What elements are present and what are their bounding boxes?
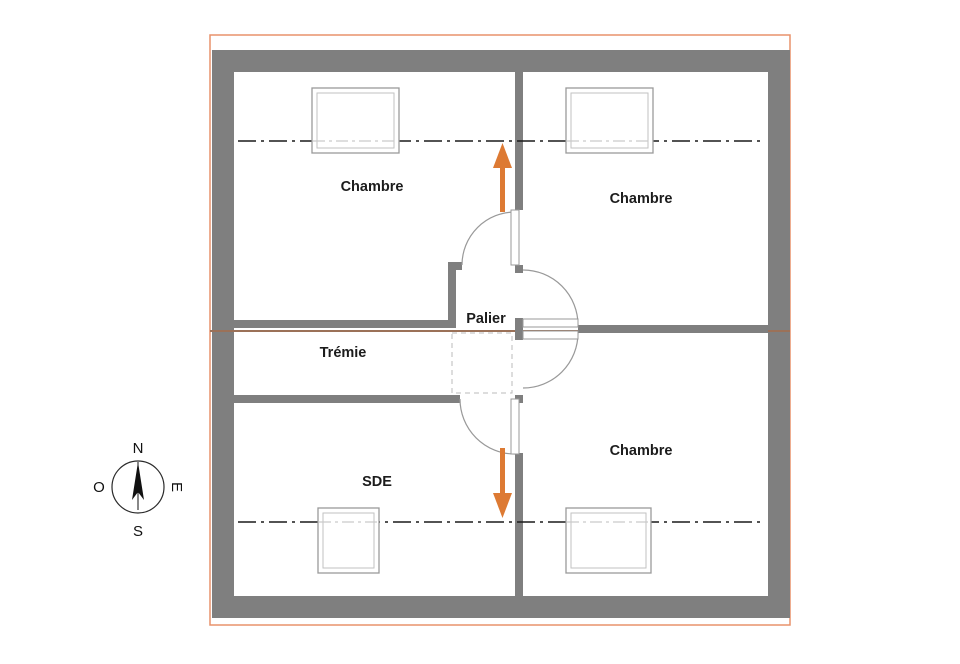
stair-direction-up-arrow: [493, 143, 512, 212]
compass-rose: N S O E: [93, 440, 185, 540]
door-leaf: [522, 330, 579, 340]
compass-west-label: O: [93, 479, 105, 496]
roof-window: [317, 507, 380, 574]
compass-north-label: N: [133, 440, 144, 457]
stair-opening-guide: [451, 332, 513, 394]
room-label-tremie: Trémie: [320, 345, 367, 361]
palier-jog-wall: [448, 262, 456, 328]
stair-direction-down-arrow: [493, 448, 512, 518]
palier-jog-stub: [448, 262, 462, 270]
tremie-bottom-wall: [234, 395, 460, 403]
door-leaves: [510, 209, 579, 455]
center-wall-hinge-stub: [515, 265, 523, 273]
room-label-chambre-top-left: Chambre: [341, 179, 404, 195]
room-label-chambre-top-right: Chambre: [610, 191, 673, 207]
compass-east-label: E: [168, 482, 185, 492]
room-label-chambre-bottom-right: Chambre: [610, 443, 673, 459]
tremie-top-wall: [234, 320, 448, 328]
door-leaf: [510, 398, 520, 455]
exterior-walls: [212, 50, 790, 618]
roof-window: [311, 87, 400, 154]
door-swing-arc: [522, 332, 579, 389]
center-wall-bottom: [515, 453, 523, 596]
compass-needle-icon: [132, 462, 144, 500]
center-junction-wall: [515, 318, 523, 340]
door-swing-arc: [461, 211, 516, 266]
room-labels: Chambre Chambre Palier Trémie Chambre SD…: [320, 179, 673, 490]
room-label-palier: Palier: [466, 311, 506, 327]
right-divider-wall: [578, 325, 768, 333]
door-swing-arc: [522, 269, 579, 326]
compass-south-label: S: [133, 523, 143, 540]
compass-circle: [111, 460, 165, 514]
room-label-sde: SDE: [362, 474, 392, 490]
roof-window: [565, 87, 654, 154]
roof-window: [565, 507, 652, 574]
roof-windows: [311, 87, 654, 574]
door-leaf: [522, 318, 579, 328]
door-leaf: [510, 209, 520, 266]
